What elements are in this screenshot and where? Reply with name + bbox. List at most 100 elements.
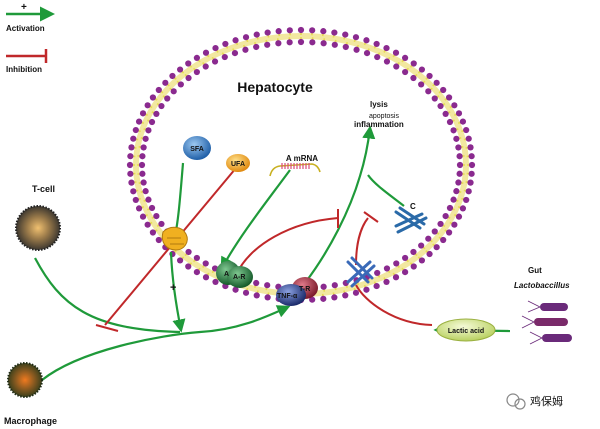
lipid-head bbox=[451, 221, 458, 228]
lipid-head bbox=[253, 279, 260, 287]
lipid-head bbox=[158, 220, 165, 228]
lipid-head bbox=[331, 282, 338, 289]
lipid-head bbox=[456, 153, 463, 160]
plus-sign-mid: + bbox=[170, 282, 176, 294]
lipid-head bbox=[392, 274, 400, 281]
lipid-head bbox=[132, 196, 139, 204]
lipid-head bbox=[463, 196, 470, 204]
c-label: C bbox=[410, 202, 416, 211]
lipid-head bbox=[242, 46, 249, 53]
a-inhibition-line bbox=[235, 217, 339, 276]
lactic-acid-label: Lactic acid bbox=[448, 328, 484, 335]
gut-lactobacillus: Gut Lactobaccillus bbox=[514, 266, 572, 345]
lipid-head bbox=[418, 66, 426, 73]
lipid-head bbox=[402, 68, 409, 76]
lipid-head bbox=[440, 86, 447, 94]
lipid-head bbox=[130, 188, 137, 195]
macrophage: Macrophage bbox=[4, 362, 57, 426]
lipid-head bbox=[211, 58, 219, 65]
lipid-head bbox=[431, 228, 438, 235]
lipid-head bbox=[453, 135, 460, 142]
lipid-head bbox=[176, 66, 184, 73]
lipid-head bbox=[149, 94, 157, 101]
ar-label: A-R bbox=[233, 274, 245, 281]
lipid-head bbox=[401, 269, 409, 276]
lactobacillus-label: Lactobaccillus bbox=[514, 281, 570, 290]
lipid-head bbox=[275, 28, 282, 35]
lipid-head bbox=[264, 282, 271, 289]
lipid-head bbox=[445, 94, 453, 101]
lipid-head bbox=[402, 254, 409, 262]
tnf-lysis-arrow bbox=[304, 125, 376, 284]
lipid-head bbox=[393, 260, 400, 267]
lipid-head bbox=[401, 54, 409, 61]
lipid-head bbox=[450, 127, 457, 134]
lipid-head bbox=[138, 161, 146, 169]
lipid-head bbox=[468, 170, 475, 177]
lipid-head bbox=[418, 257, 426, 264]
tnf-receptor-complex: TNF-α T-R bbox=[276, 277, 318, 306]
lysis-outcome: lysis apoptosis inflammation bbox=[354, 100, 404, 129]
lipid-head bbox=[442, 212, 449, 220]
lipid-head bbox=[426, 72, 433, 80]
lipid-head bbox=[145, 127, 152, 134]
sfa-molecule: SFA bbox=[183, 136, 211, 160]
lipid-head bbox=[153, 212, 160, 220]
lipid-head bbox=[264, 29, 271, 36]
lysis-label: lysis bbox=[370, 100, 388, 109]
lipid-head bbox=[193, 269, 201, 276]
legend: + Activation Inhibition bbox=[6, 2, 55, 74]
lipid-head bbox=[425, 88, 432, 95]
lipid-head bbox=[374, 53, 381, 61]
a-label: A bbox=[224, 271, 229, 278]
lipid-head bbox=[202, 49, 210, 56]
lipid-head bbox=[465, 188, 472, 195]
lipid-head bbox=[130, 135, 137, 142]
lipid-head bbox=[176, 257, 184, 264]
lipid-head bbox=[148, 118, 156, 126]
amrna-activation-arrow bbox=[220, 169, 291, 271]
macrophage-label: Macrophage bbox=[4, 416, 57, 426]
lipid-head bbox=[446, 118, 454, 126]
lipid-head bbox=[383, 278, 390, 286]
lipid-head bbox=[383, 58, 391, 65]
lipid-head bbox=[135, 205, 143, 212]
lipid-head bbox=[155, 236, 162, 244]
lipid-head bbox=[140, 179, 147, 186]
lipid-head bbox=[177, 81, 184, 88]
lipid-head bbox=[264, 41, 271, 48]
lipid-head bbox=[128, 144, 135, 151]
apoptosis-label: apoptosis bbox=[369, 113, 399, 120]
lipid-head bbox=[383, 265, 391, 272]
lipid-head bbox=[445, 229, 453, 236]
legend-inhibition-label: Inhibition bbox=[6, 65, 42, 74]
lipid-head bbox=[139, 170, 146, 177]
lactic-inhibition-bar bbox=[363, 211, 379, 223]
lipid-head bbox=[363, 37, 370, 44]
legend-plus: + bbox=[21, 2, 27, 13]
legend-activation-label: Activation bbox=[6, 24, 45, 33]
lipid-head bbox=[158, 102, 165, 110]
watermark-text: 鸡保姆 bbox=[530, 394, 563, 408]
tcell-label: T-cell bbox=[32, 184, 55, 194]
lipid-head bbox=[148, 204, 156, 212]
lipid-head bbox=[264, 294, 271, 301]
lipid-head bbox=[253, 31, 260, 38]
lipid-head bbox=[459, 205, 467, 212]
lipid-head bbox=[275, 40, 282, 47]
lactate-receptor-icon bbox=[346, 256, 376, 288]
lipid-head bbox=[437, 220, 444, 228]
lipid-head bbox=[170, 88, 177, 95]
lipid-head bbox=[437, 102, 444, 110]
gut-label: Gut bbox=[528, 266, 542, 275]
lipid-head bbox=[169, 72, 176, 80]
lipid-head bbox=[221, 53, 228, 61]
activation-paths bbox=[34, 125, 511, 381]
lipid-head bbox=[418, 81, 425, 88]
lipid-head bbox=[331, 29, 338, 36]
lipid-head bbox=[144, 221, 151, 228]
lipid-head bbox=[309, 27, 316, 34]
lipid-head bbox=[374, 269, 381, 277]
lipid-head bbox=[242, 289, 250, 296]
